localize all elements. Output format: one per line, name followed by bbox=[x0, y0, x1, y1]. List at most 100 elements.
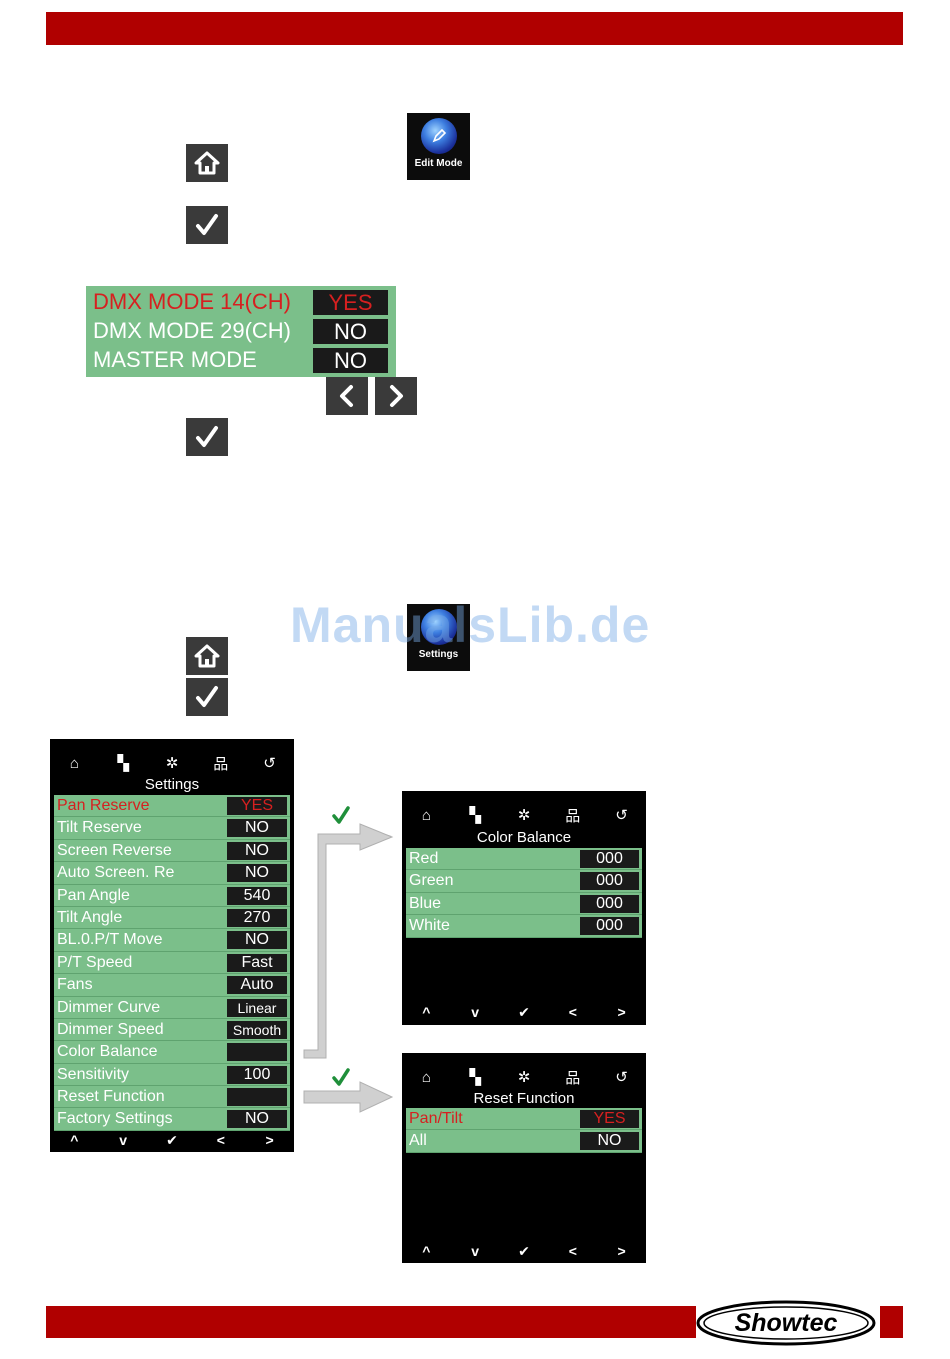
arrow-to-reset-function bbox=[303, 1081, 394, 1113]
settings-label: Settings bbox=[418, 649, 459, 660]
layers-icon[interactable]: ▚ bbox=[469, 1069, 481, 1086]
dmx-mode-row[interactable]: MASTER MODE NO bbox=[91, 346, 391, 374]
chevron-right-icon[interactable]: > bbox=[617, 1243, 626, 1259]
home-icon[interactable]: ⌂ bbox=[421, 806, 431, 824]
footer-bar bbox=[46, 1306, 696, 1338]
edit-mode-app-icon[interactable]: Edit Mode bbox=[407, 113, 470, 180]
back-icon[interactable]: ↺ bbox=[615, 807, 628, 824]
menu-row-value: NO bbox=[580, 1132, 639, 1151]
menu-row-value: Fast bbox=[227, 953, 287, 972]
back-icon[interactable]: ↺ bbox=[615, 1069, 628, 1086]
menu-row-value bbox=[227, 1088, 287, 1107]
menu-row-label: Pan/Tilt bbox=[409, 1110, 463, 1127]
home-button[interactable] bbox=[186, 637, 228, 675]
chevron-left-icon[interactable]: < bbox=[216, 1132, 225, 1148]
menu-row[interactable]: White 000 bbox=[406, 915, 642, 938]
layers-icon[interactable]: ▚ bbox=[469, 807, 481, 824]
dmx-mode-name: DMX MODE 14(CH) bbox=[93, 289, 292, 314]
screen-toolbar: ⌂ ▚ ✲ 品 ↺ bbox=[402, 1063, 646, 1091]
menu-row[interactable]: P/T Speed Fast bbox=[54, 952, 290, 975]
network-icon[interactable]: 品 bbox=[565, 807, 581, 825]
chevron-right-icon bbox=[390, 385, 403, 407]
dmx-mode-row[interactable]: DMX MODE 14(CH) YES bbox=[91, 288, 391, 316]
home-icon[interactable]: ⌂ bbox=[421, 1068, 431, 1086]
settings-app-icon[interactable]: Settings bbox=[407, 604, 470, 671]
menu-row-value: 000 bbox=[580, 917, 639, 936]
menu-row-label: Pan Reserve bbox=[57, 797, 150, 814]
menu-row-value: Linear bbox=[227, 998, 287, 1017]
screen-title: Color Balance bbox=[476, 829, 572, 846]
home-icon[interactable]: ⌂ bbox=[69, 754, 79, 772]
menu-row-value bbox=[227, 1043, 287, 1062]
menu-row-label: White bbox=[409, 917, 450, 935]
dmx-mode-row[interactable]: DMX MODE 29(CH) NO bbox=[91, 317, 391, 345]
up-icon[interactable]: ^ bbox=[70, 1132, 79, 1148]
check-icon bbox=[332, 1068, 350, 1086]
menu-row-label: Green bbox=[409, 872, 454, 890]
menu-row-label: P/T Speed bbox=[57, 953, 133, 971]
home-button[interactable] bbox=[186, 144, 228, 182]
home-icon bbox=[194, 644, 220, 668]
snowflake-icon[interactable]: ✲ bbox=[165, 755, 179, 772]
snowflake-icon[interactable]: ✲ bbox=[517, 807, 531, 824]
screen-nav: ^ v ✔ < > bbox=[50, 1130, 294, 1150]
network-icon[interactable]: 品 bbox=[213, 755, 229, 773]
menu-row-label: Tilt Angle bbox=[57, 908, 123, 926]
menu-row[interactable]: Green 000 bbox=[406, 870, 642, 893]
chevron-left-icon[interactable]: < bbox=[568, 1004, 577, 1020]
screen-nav: ^ v ✔ < > bbox=[402, 1241, 646, 1261]
menu-row[interactable]: Reset Function bbox=[54, 1086, 290, 1109]
menu-row-value: NO bbox=[227, 864, 287, 883]
down-icon[interactable]: v bbox=[471, 1004, 480, 1020]
confirm-button[interactable] bbox=[186, 206, 228, 244]
network-icon[interactable]: 品 bbox=[565, 1069, 581, 1087]
chevron-right-icon[interactable]: > bbox=[617, 1004, 626, 1020]
snowflake-icon[interactable]: ✲ bbox=[517, 1069, 531, 1086]
check-icon[interactable]: ✔ bbox=[166, 1131, 178, 1148]
chevron-left-icon[interactable]: < bbox=[568, 1243, 577, 1259]
edit-mode-icon bbox=[420, 118, 457, 154]
up-icon[interactable]: ^ bbox=[422, 1004, 431, 1020]
menu-row-value: 000 bbox=[580, 872, 639, 891]
flow-arrows bbox=[303, 806, 394, 1113]
back-icon[interactable]: ↺ bbox=[263, 755, 276, 772]
menu-row-label: Dimmer Speed bbox=[57, 1020, 164, 1038]
left-button[interactable] bbox=[326, 377, 368, 415]
down-icon[interactable]: v bbox=[119, 1132, 128, 1148]
down-icon[interactable]: v bbox=[471, 1243, 480, 1259]
check-icon[interactable]: ✔ bbox=[518, 1242, 530, 1259]
confirm-button[interactable] bbox=[186, 418, 228, 456]
confirm-button[interactable] bbox=[186, 678, 228, 716]
dmx-mode-name: MASTER MODE bbox=[93, 347, 257, 372]
up-icon[interactable]: ^ bbox=[422, 1243, 431, 1259]
menu-row[interactable]: Color Balance bbox=[54, 1041, 290, 1064]
dmx-mode-value: YES bbox=[313, 290, 388, 315]
chevron-right-icon[interactable]: > bbox=[265, 1132, 274, 1148]
dmx-mode-value: NO bbox=[313, 348, 388, 373]
right-button[interactable] bbox=[375, 377, 417, 415]
layers-icon[interactable]: ▚ bbox=[117, 755, 129, 772]
check-icon[interactable]: ✔ bbox=[518, 1003, 530, 1020]
menu-row-value: NO bbox=[227, 1110, 287, 1129]
header-bar bbox=[46, 12, 903, 45]
